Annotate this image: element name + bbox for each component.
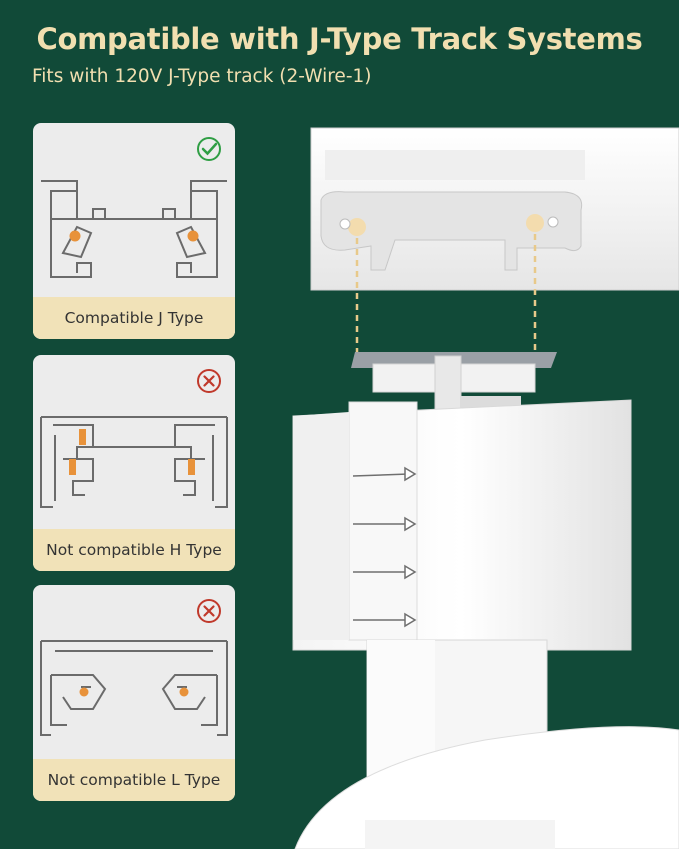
l-track-profile — [40, 640, 228, 736]
card-label: Not compatible H Type — [33, 529, 235, 571]
page-title: Compatible with J-Type Track Systems — [36, 22, 643, 56]
card-label: Compatible J Type — [33, 297, 235, 339]
x-circle-icon — [197, 599, 221, 623]
track-adapter-illustration — [292, 127, 679, 849]
card-j-type: Compatible J Type — [33, 123, 235, 339]
page-subtitle: Fits with 120V J-Type track (2-Wire-1) — [32, 66, 372, 87]
card-h-type: Not compatible H Type — [33, 355, 235, 571]
card-label: Not compatible L Type — [33, 759, 235, 801]
check-circle-icon — [197, 137, 221, 161]
x-circle-icon — [197, 369, 221, 393]
j-track-rail — [310, 127, 679, 291]
j-track-profile — [41, 180, 227, 278]
slide-in-arrows — [352, 466, 417, 628]
card-l-type: Not compatible L Type — [33, 585, 235, 801]
h-track-profile — [40, 416, 228, 508]
